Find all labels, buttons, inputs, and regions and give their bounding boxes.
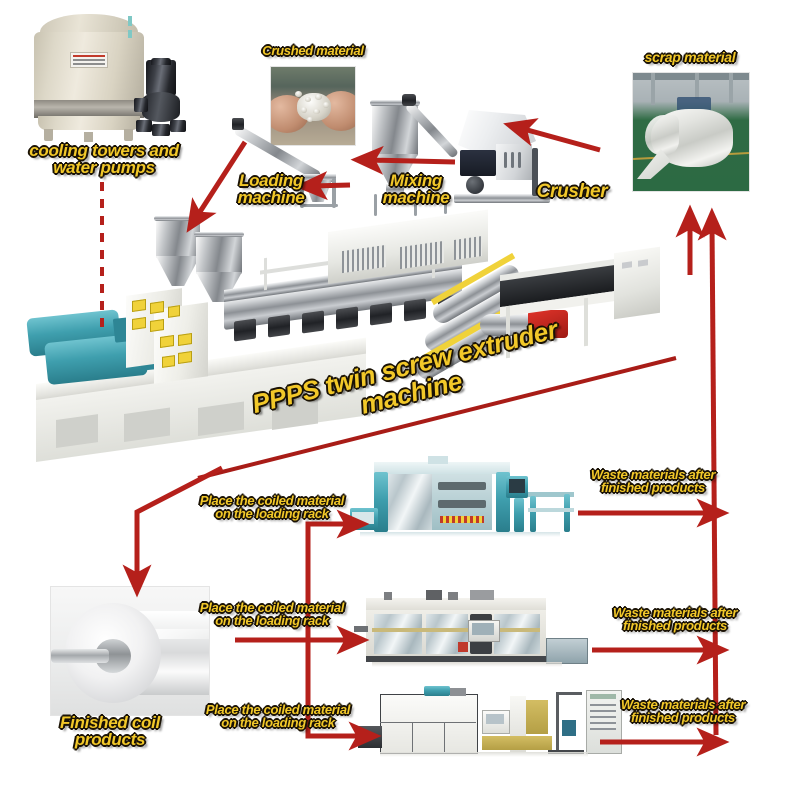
water-pump-image [128,58,196,140]
extruder-machine-image [26,209,668,476]
scrap-material-image [632,72,750,192]
thermoforming-machine-1-image [346,456,578,548]
crusher-image [448,104,558,210]
finished-coil-image [50,586,210,716]
crushed-material-image [270,66,356,146]
cooling-tower-image [18,12,178,142]
